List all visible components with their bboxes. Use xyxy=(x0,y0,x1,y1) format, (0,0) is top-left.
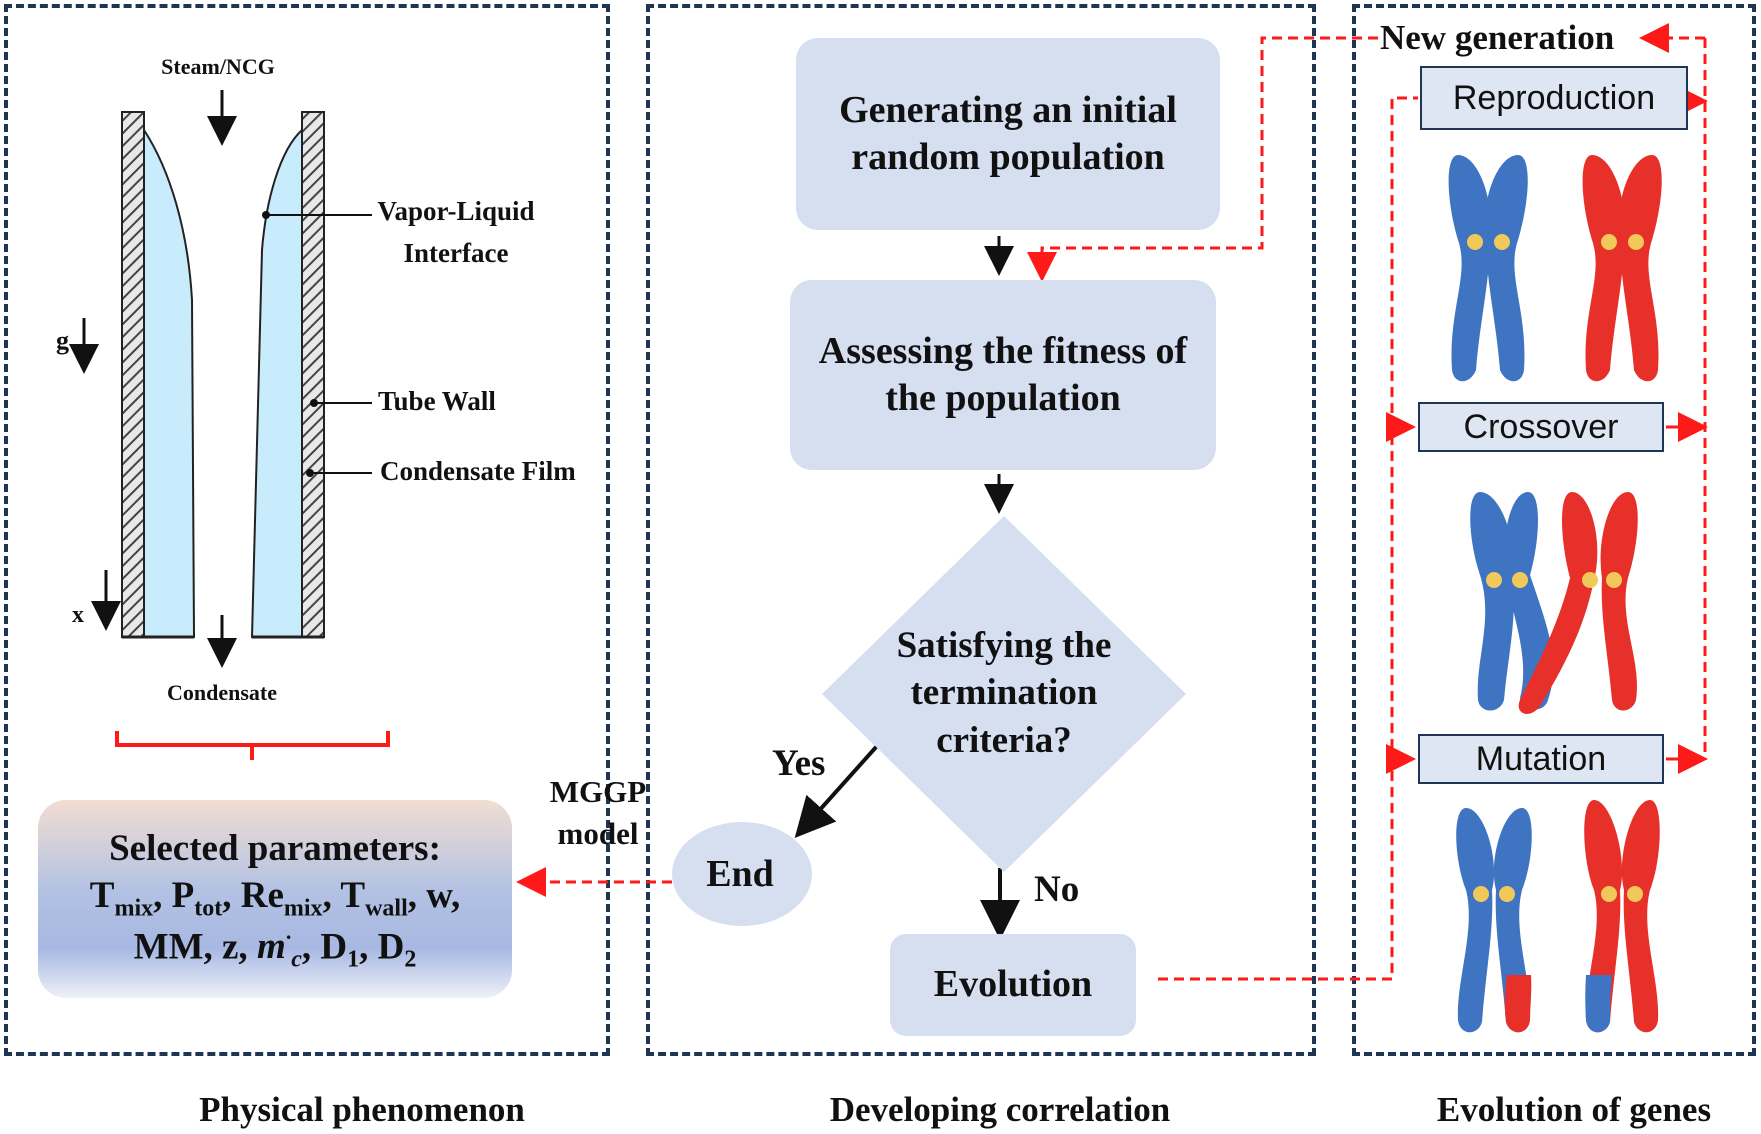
condensate-film-right xyxy=(250,127,303,638)
yes-label: Yes xyxy=(772,743,826,784)
panel-physical-phenomenon xyxy=(4,4,610,1056)
termination-diamond xyxy=(822,516,1186,872)
tube-wall-label: Tube Wall xyxy=(378,386,496,416)
fitness-box: Assessing the fitness of the population xyxy=(790,280,1216,470)
end-label: End xyxy=(706,853,774,895)
condensate-label: Condensate xyxy=(166,680,278,705)
chromosomes-crossover xyxy=(1470,492,1638,714)
tube-wall-right xyxy=(301,111,325,638)
x-label: x xyxy=(72,602,84,628)
steam-ncg-label: Steam/NCG xyxy=(161,54,275,79)
caption-developing-correlation: Developing correlation xyxy=(829,1090,1171,1129)
end-ellipse xyxy=(672,822,812,926)
chromosomes-reproduction xyxy=(1448,155,1662,382)
arrow-new-generation-to-fitness xyxy=(1027,36,1378,282)
caption-physical-phenomenon: Physical phenomenon xyxy=(199,1090,525,1129)
arrow-evolution-to-genes xyxy=(1158,96,1418,981)
panel-developing-correlation xyxy=(646,4,1316,1056)
panel-evolution-of-genes xyxy=(1352,4,1756,1056)
initial-population-box: Generating an initial random population xyxy=(796,38,1220,230)
g-label: g xyxy=(56,326,69,355)
model-label: model xyxy=(557,816,639,851)
condensate-film-label: Condensate Film xyxy=(380,456,576,486)
crossover-box: Crossover xyxy=(1418,402,1664,452)
evolution-box: Evolution xyxy=(890,934,1136,1036)
mggp-label: MGGP xyxy=(549,774,647,809)
new-generation-label: New generation xyxy=(1380,18,1615,57)
caption-evolution-of-genes: Evolution of genes xyxy=(1436,1090,1712,1129)
condensate-film-left xyxy=(143,126,196,638)
selected-parameters-box: Selected parameters: Tmix, Ptot, Remix, … xyxy=(38,800,512,998)
selected-parameters-title: Selected parameters: xyxy=(109,828,441,869)
red-brace xyxy=(115,731,390,760)
termination-label: Satisfying the termination criteria? xyxy=(896,625,1112,761)
chromosomes-mutation xyxy=(1456,800,1660,1033)
tube-wall-left xyxy=(121,111,145,638)
selected-parameters-line-3: MM, z, m·c, D1, D2 xyxy=(133,924,417,973)
no-label: No xyxy=(1034,869,1080,910)
interface-label-2: Interface xyxy=(403,238,509,268)
mutation-box: Mutation xyxy=(1418,734,1664,784)
reproduction-box: Reproduction xyxy=(1420,66,1688,130)
arrow-termination-to-end xyxy=(794,744,879,838)
interface-label-1: Vapor-Liquid xyxy=(377,196,535,226)
selected-parameters-line-2: Tmix, Ptot, Remix, Twall, w, xyxy=(89,874,461,922)
